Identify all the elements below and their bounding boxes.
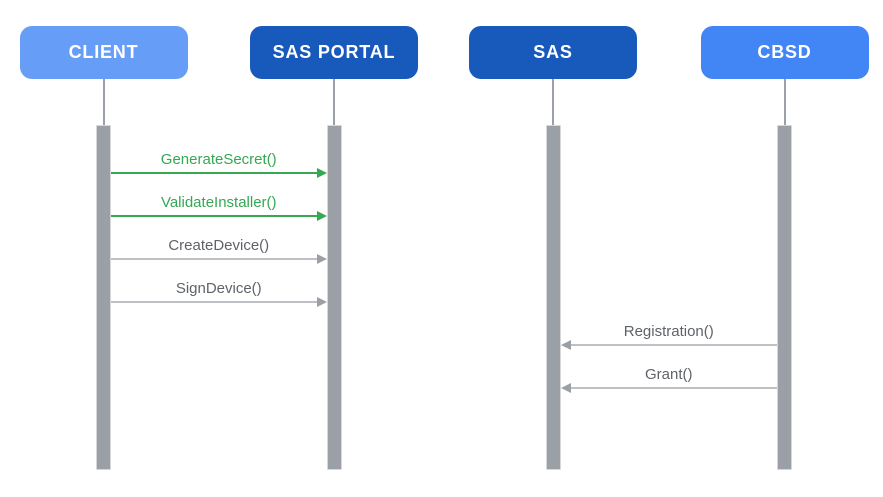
actor-label: SAS PORTAL	[272, 42, 396, 62]
actor-label: SAS	[533, 42, 573, 62]
activation-bar-sas-portal	[326, 125, 342, 470]
message-line	[111, 301, 320, 303]
message-label: SignDevice()	[175, 280, 262, 297]
message-arrowhead	[316, 254, 327, 264]
message-arrowhead	[316, 211, 327, 221]
message-line	[567, 387, 777, 389]
message-line	[567, 344, 777, 346]
message-arrowhead	[316, 297, 327, 307]
lifeline-cbsd	[783, 79, 786, 125]
message-label: Grant()	[644, 366, 693, 383]
message-label: GenerateSecret()	[160, 151, 277, 168]
message-label: Registration()	[623, 323, 714, 340]
actor-box-sas-portal: SAS PORTAL	[250, 26, 418, 79]
message-arrowhead	[560, 383, 571, 393]
message-arrowhead	[316, 168, 327, 178]
message-line	[111, 258, 320, 260]
activation-bar-client	[96, 125, 111, 470]
lifeline-sas-portal	[333, 79, 335, 125]
message-label: CreateDevice()	[168, 237, 270, 254]
actor-box-sas: SAS	[469, 26, 637, 79]
lifeline-client	[102, 79, 105, 125]
lifeline-sas	[552, 79, 554, 125]
message-line	[111, 215, 320, 217]
message-arrowhead	[560, 340, 571, 350]
message-line	[111, 172, 320, 174]
actor-label: CBSD	[757, 42, 812, 62]
activation-bar-cbsd	[777, 125, 792, 470]
actor-label: CLIENT	[68, 42, 139, 62]
activation-bar-sas	[545, 125, 561, 470]
message-label: ValidateInstaller()	[160, 194, 277, 211]
actor-box-client: CLIENT	[19, 26, 188, 79]
actor-box-cbsd: CBSD	[700, 26, 869, 79]
